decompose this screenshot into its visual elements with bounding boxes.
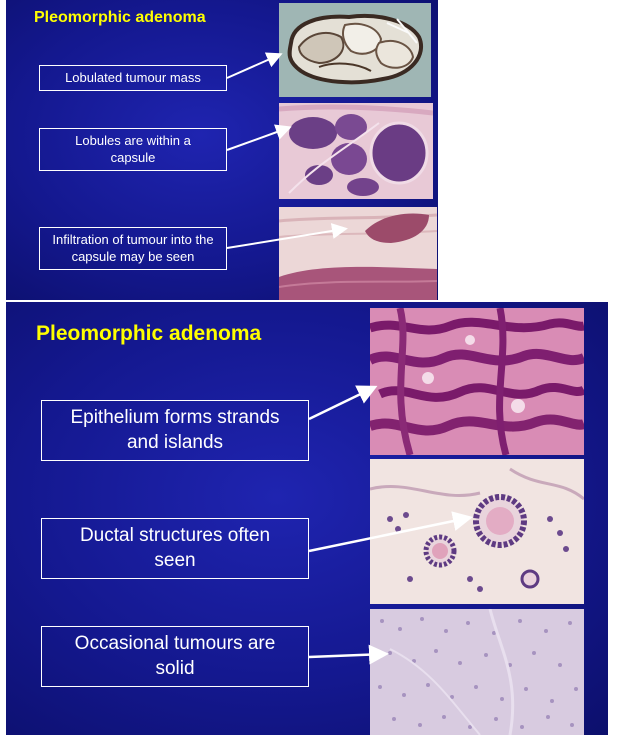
- label-solid-tumours: Occasional tumours are solid: [41, 626, 309, 687]
- epithelial-strands-histology-image: [370, 308, 584, 455]
- lobules-histology-image: [279, 103, 433, 199]
- slide-2-title: Pleomorphic adenoma: [36, 322, 262, 345]
- label-infiltration-capsule: Infiltration of tumour into the capsule …: [39, 227, 227, 270]
- label-epithelium-strands: Epithelium forms strands and islands: [41, 400, 309, 461]
- label-ductal-structures: Ductal structures often seen: [41, 518, 309, 579]
- label-lobulated-tumour-mass: Lobulated tumour mass: [39, 65, 227, 91]
- slide-1: Pleomorphic adenoma Lobulated tumour mas…: [6, 0, 438, 300]
- gross-specimen-image: [279, 3, 431, 97]
- capsule-infiltration-histology-image: [279, 207, 437, 300]
- slide-2: Pleomorphic adenoma Epithelium forms str…: [6, 302, 608, 735]
- label-lobules-within-capsule: Lobules are within a capsule: [39, 128, 227, 171]
- ductal-structures-histology-image: [370, 459, 584, 604]
- solid-tumour-histology-image: [370, 609, 584, 735]
- slide-1-title: Pleomorphic adenoma: [34, 9, 206, 26]
